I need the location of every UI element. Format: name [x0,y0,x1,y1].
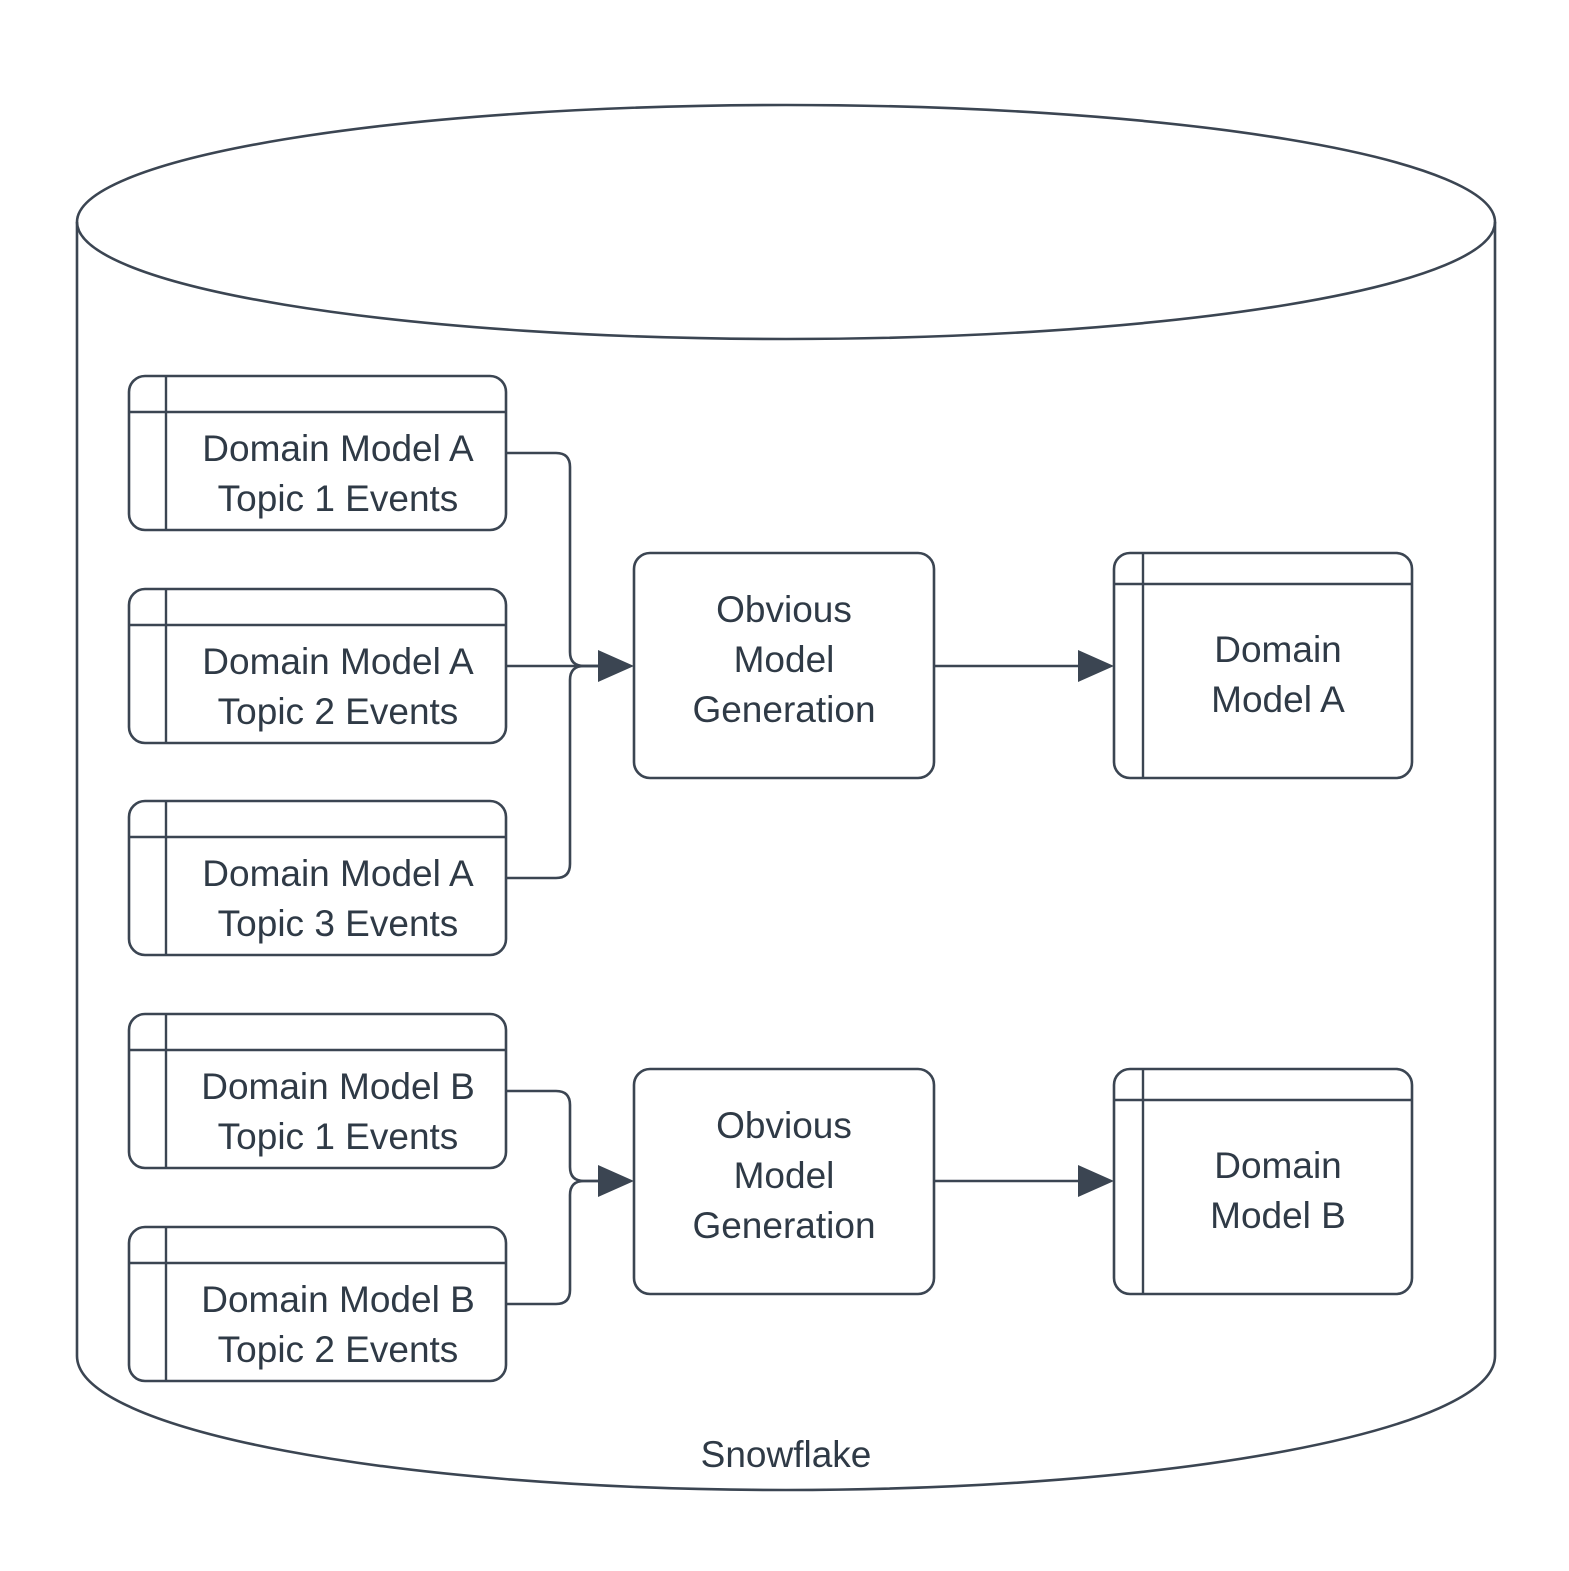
output-label-line2: Model A [1211,679,1345,720]
arrowhead-into-process-a [598,650,634,682]
arrowhead-into-output-a [1078,650,1114,682]
source-label-line1: Domain Model B [201,1279,475,1320]
connector-process-b-to-output-b [934,1165,1114,1197]
connector-process-a-to-output-a [934,650,1114,682]
output-label-line1: Domain [1214,629,1342,670]
cylinder-top-ellipse [75,103,1497,341]
process-label-line2: Model [734,1155,835,1196]
snowflake-cylinder: Snowflake [75,103,1497,1492]
table-shape [1112,551,1414,780]
connector-b-topic-2-to-process [506,1179,598,1306]
process-label-line3: Generation [692,1205,875,1246]
source-label-line2: Topic 1 Events [218,1116,459,1157]
source-label-line2: Topic 2 Events [218,691,459,732]
source-label-line1: Domain Model A [202,641,474,682]
source-label-line2: Topic 3 Events [218,903,459,944]
source-node-a-topic-1[interactable]: Domain Model A Topic 1 Events [127,374,508,532]
source-node-a-topic-3[interactable]: Domain Model A Topic 3 Events [127,799,508,957]
process-label-line1: Obvious [716,589,852,630]
connector-a-topic-3-to-process [506,664,598,880]
output-label-line2: Model B [1210,1195,1346,1236]
output-node-a[interactable]: Domain Model A [1112,551,1414,780]
source-label-line1: Domain Model A [202,853,474,894]
process-node-b[interactable]: Obvious Model Generation [632,1067,936,1296]
connector-a-topic-1-to-process [506,451,598,668]
table-shape [1112,1067,1414,1296]
source-node-a-topic-2[interactable]: Domain Model A Topic 2 Events [127,587,508,745]
process-label-line2: Model [734,639,835,680]
source-label-line2: Topic 1 Events [218,478,459,519]
source-node-b-topic-1[interactable]: Domain Model B Topic 1 Events [127,1012,508,1170]
source-node-b-topic-2[interactable]: Domain Model B Topic 2 Events [127,1225,508,1383]
cylinder-body [75,222,1497,1492]
arrowhead-into-output-b [1078,1165,1114,1197]
arrowhead-into-process-b [598,1165,634,1197]
source-label-line2: Topic 2 Events [218,1329,459,1370]
process-node-a[interactable]: Obvious Model Generation [632,551,936,780]
cylinder-label: Snowflake [701,1434,872,1475]
source-label-line1: Domain Model B [201,1066,475,1107]
connector-b-topic-1-to-process [506,1089,598,1183]
output-label-line1: Domain [1214,1145,1342,1186]
source-label-line1: Domain Model A [202,428,474,469]
output-node-b[interactable]: Domain Model B [1112,1067,1414,1296]
process-label-line3: Generation [692,689,875,730]
process-label-line1: Obvious [716,1105,852,1146]
